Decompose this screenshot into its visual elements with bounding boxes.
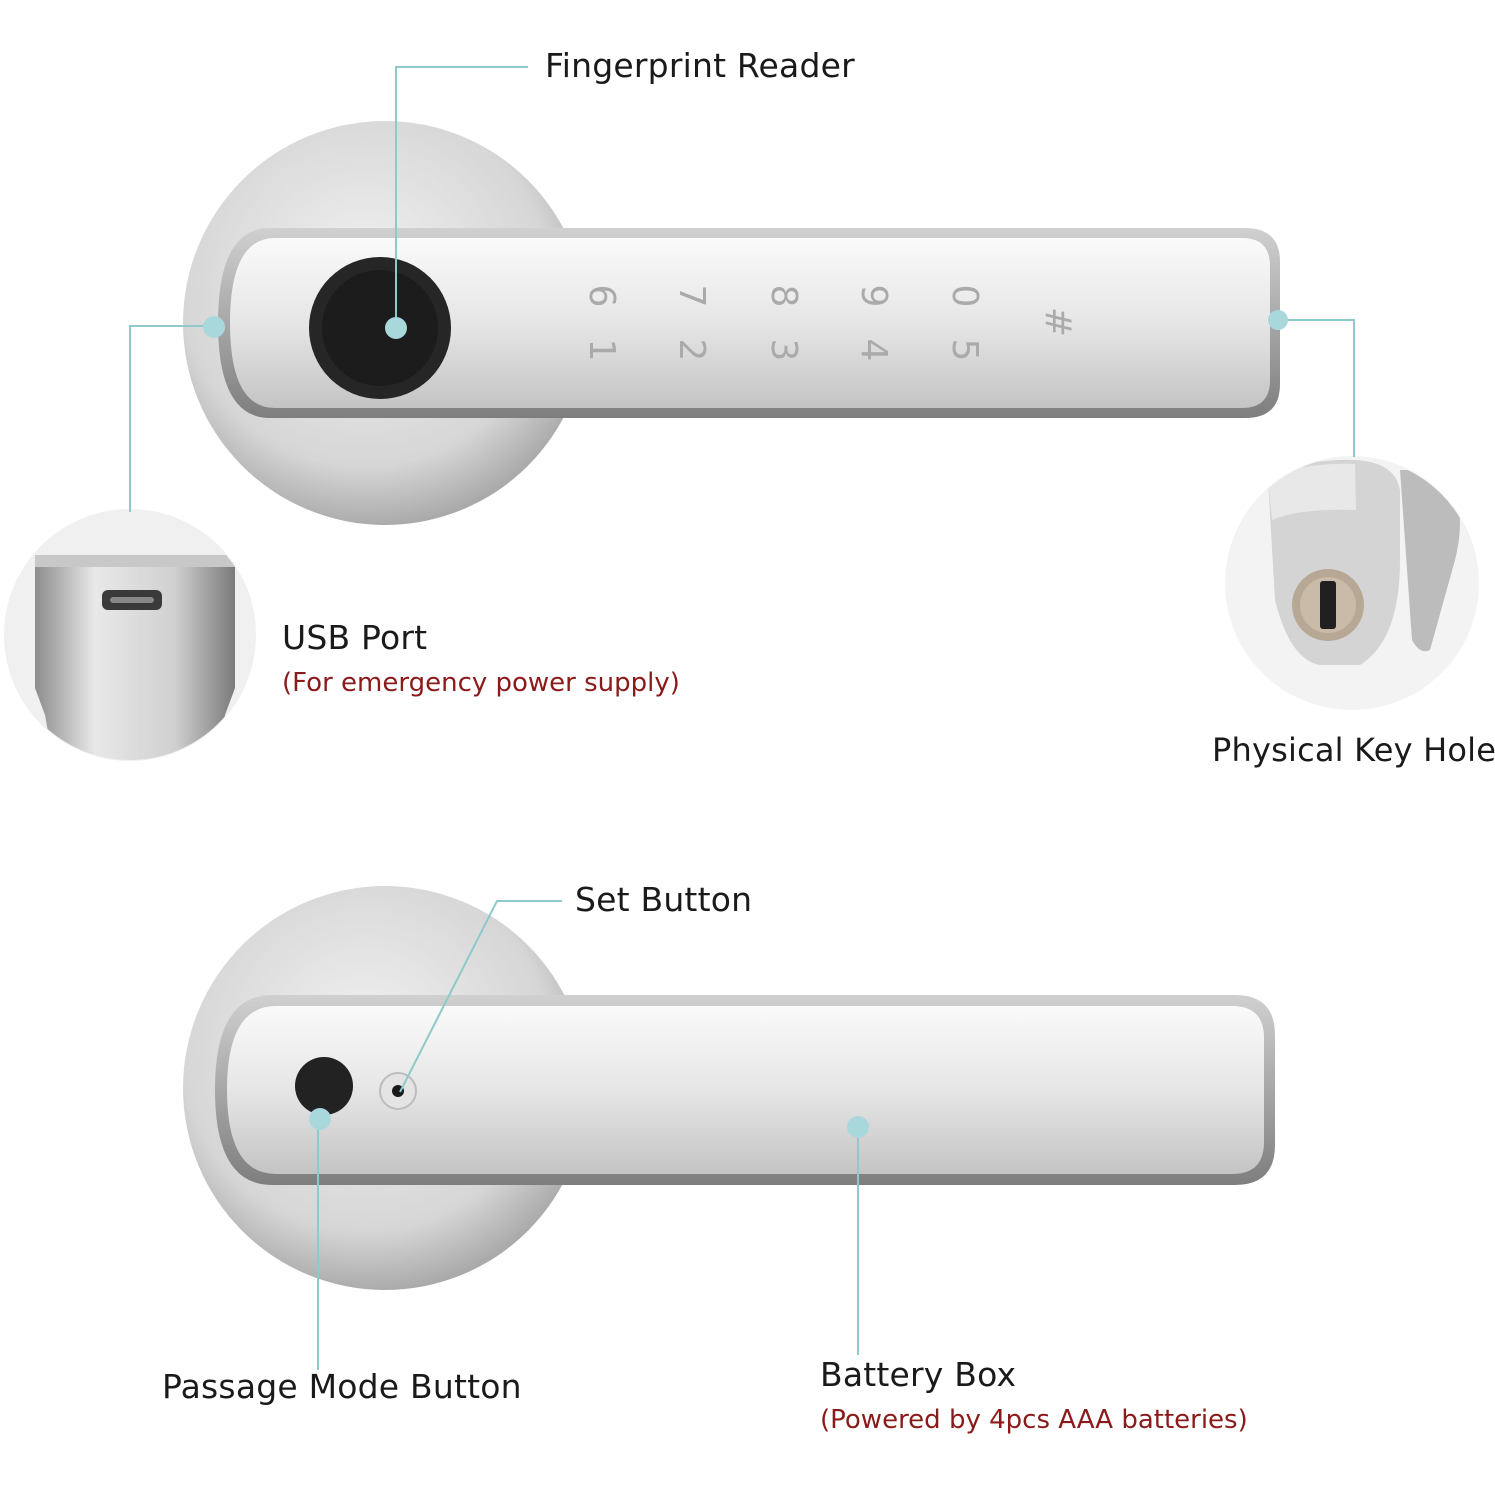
fingerprint-reader-label: Fingerprint Reader [545, 46, 855, 85]
keyhole-leader [1278, 319, 1355, 457]
leader-lines [129, 66, 1355, 1370]
keypad-digit: 2 [671, 339, 712, 362]
usb-port-note: (For emergency power supply) [282, 668, 680, 698]
top-lock-illustration [183, 121, 1280, 525]
set-button-label: Set Button [575, 880, 753, 919]
usb-port-label: USB Port [282, 618, 428, 657]
usb-leader [129, 325, 212, 512]
top-lever-face [230, 238, 1270, 408]
fingerprint-dot [385, 317, 407, 339]
keypad-digit: 0 [944, 285, 985, 308]
keypad: 6 7 8 9 0 1 2 3 4 5 # [581, 285, 1078, 362]
passage-mode-button-label: Passage Mode Button [162, 1367, 522, 1406]
fingerprint-leader [395, 66, 528, 326]
key-hole-inset [1225, 456, 1479, 710]
keypad-digit: 4 [853, 339, 894, 362]
keypad-digit: 9 [853, 285, 894, 308]
keypad-digit: 5 [944, 339, 985, 362]
keypad-hash: # [1037, 307, 1078, 337]
passage-mode-button [295, 1057, 353, 1115]
usb-dot [203, 316, 225, 338]
usb-port-inset [4, 509, 256, 761]
bottom-lock-illustration [183, 886, 1275, 1290]
passage-mode-dot [309, 1108, 331, 1130]
battery-box-note: (Powered by 4pcs AAA batteries) [820, 1405, 1248, 1435]
keypad-digit: 1 [581, 339, 622, 362]
keypad-digit: 6 [581, 285, 622, 308]
keypad-digit: 7 [671, 285, 712, 308]
set-button-leader [399, 900, 562, 1093]
keyhole-dot [1268, 310, 1288, 330]
bottom-lever-face [227, 1006, 1264, 1174]
keypad-digit: 3 [763, 339, 804, 362]
leader-dots [203, 310, 1288, 1138]
physical-key-hole-label: Physical Key Hole [1212, 731, 1495, 769]
battery-dot [847, 1116, 869, 1138]
battery-box-label: Battery Box [820, 1355, 1017, 1394]
keypad-digit: 8 [763, 285, 804, 308]
